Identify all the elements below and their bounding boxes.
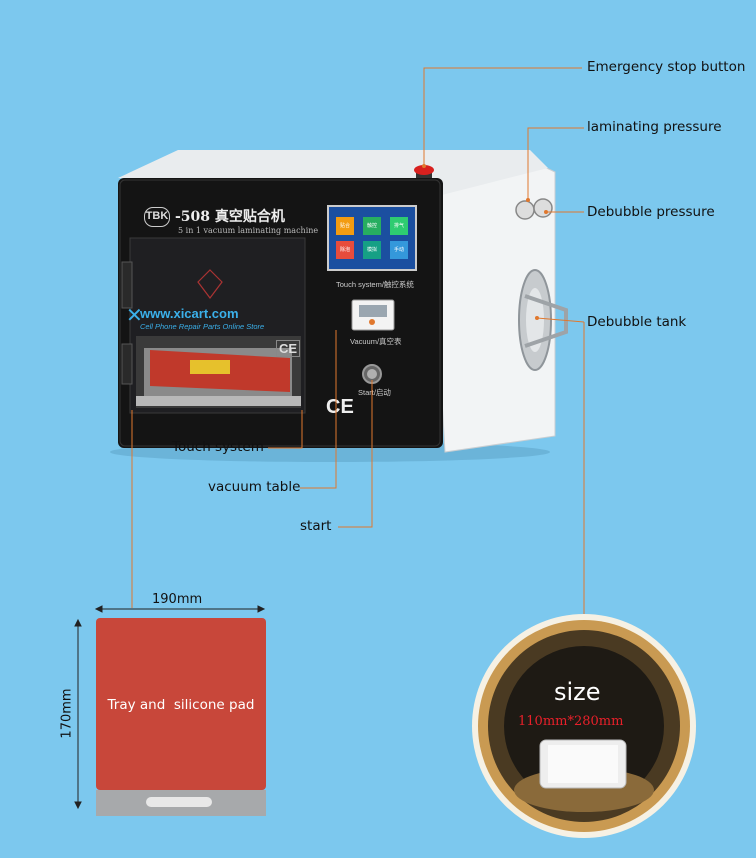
callout-laminating-pressure: laminating pressure — [587, 119, 722, 135]
callout-emergency-stop: Emergency stop button — [587, 59, 746, 75]
screen-button[interactable]: 触控 — [363, 217, 381, 235]
callout-start: start — [300, 518, 332, 534]
tank-dims: 110mm*280mm — [518, 714, 624, 729]
ce-mark: CE — [326, 396, 354, 418]
callout-touch-system: Touch system — [172, 439, 264, 455]
watermark-tagline: Cell Phone Repair Parts Online Store — [140, 322, 265, 331]
pad-caption: Tray and silicone pad — [107, 697, 255, 713]
callout-vacuum-table: vacuum table — [208, 479, 301, 495]
pad-width-label: 190mm — [152, 592, 203, 607]
callout-debubble-pressure: Debubble pressure — [587, 204, 715, 220]
ce-mark-door: CE — [276, 340, 301, 357]
screen-caption: Touch system/触控系统 — [336, 280, 414, 289]
callout-debubble-tank: Debubble tank — [587, 314, 687, 330]
tank-title: size — [554, 678, 601, 706]
screen-button[interactable]: 模拟 — [363, 241, 381, 259]
screen-button[interactable]: 手动 — [390, 241, 408, 259]
gauge-caption: Vacuum/真空表 — [350, 337, 402, 346]
watermark-url: www.xicart.com — [140, 306, 239, 321]
start-caption: Start/启动 — [358, 388, 391, 397]
model-title: -508 真空贴合机 — [175, 209, 285, 225]
screen-button[interactable]: 除泡 — [336, 241, 354, 259]
touch-screen[interactable]: 贴合 触控 排气 除泡 模拟 手动 — [336, 213, 408, 263]
screen-button[interactable]: 贴合 — [336, 217, 354, 235]
model-subtitle: 5 in 1 vacuum laminating machine — [178, 226, 319, 235]
brand-logo: TBK — [144, 207, 170, 227]
screen-button[interactable]: 排气 — [390, 217, 408, 235]
watermark-x-icon: ✕ — [126, 305, 143, 327]
